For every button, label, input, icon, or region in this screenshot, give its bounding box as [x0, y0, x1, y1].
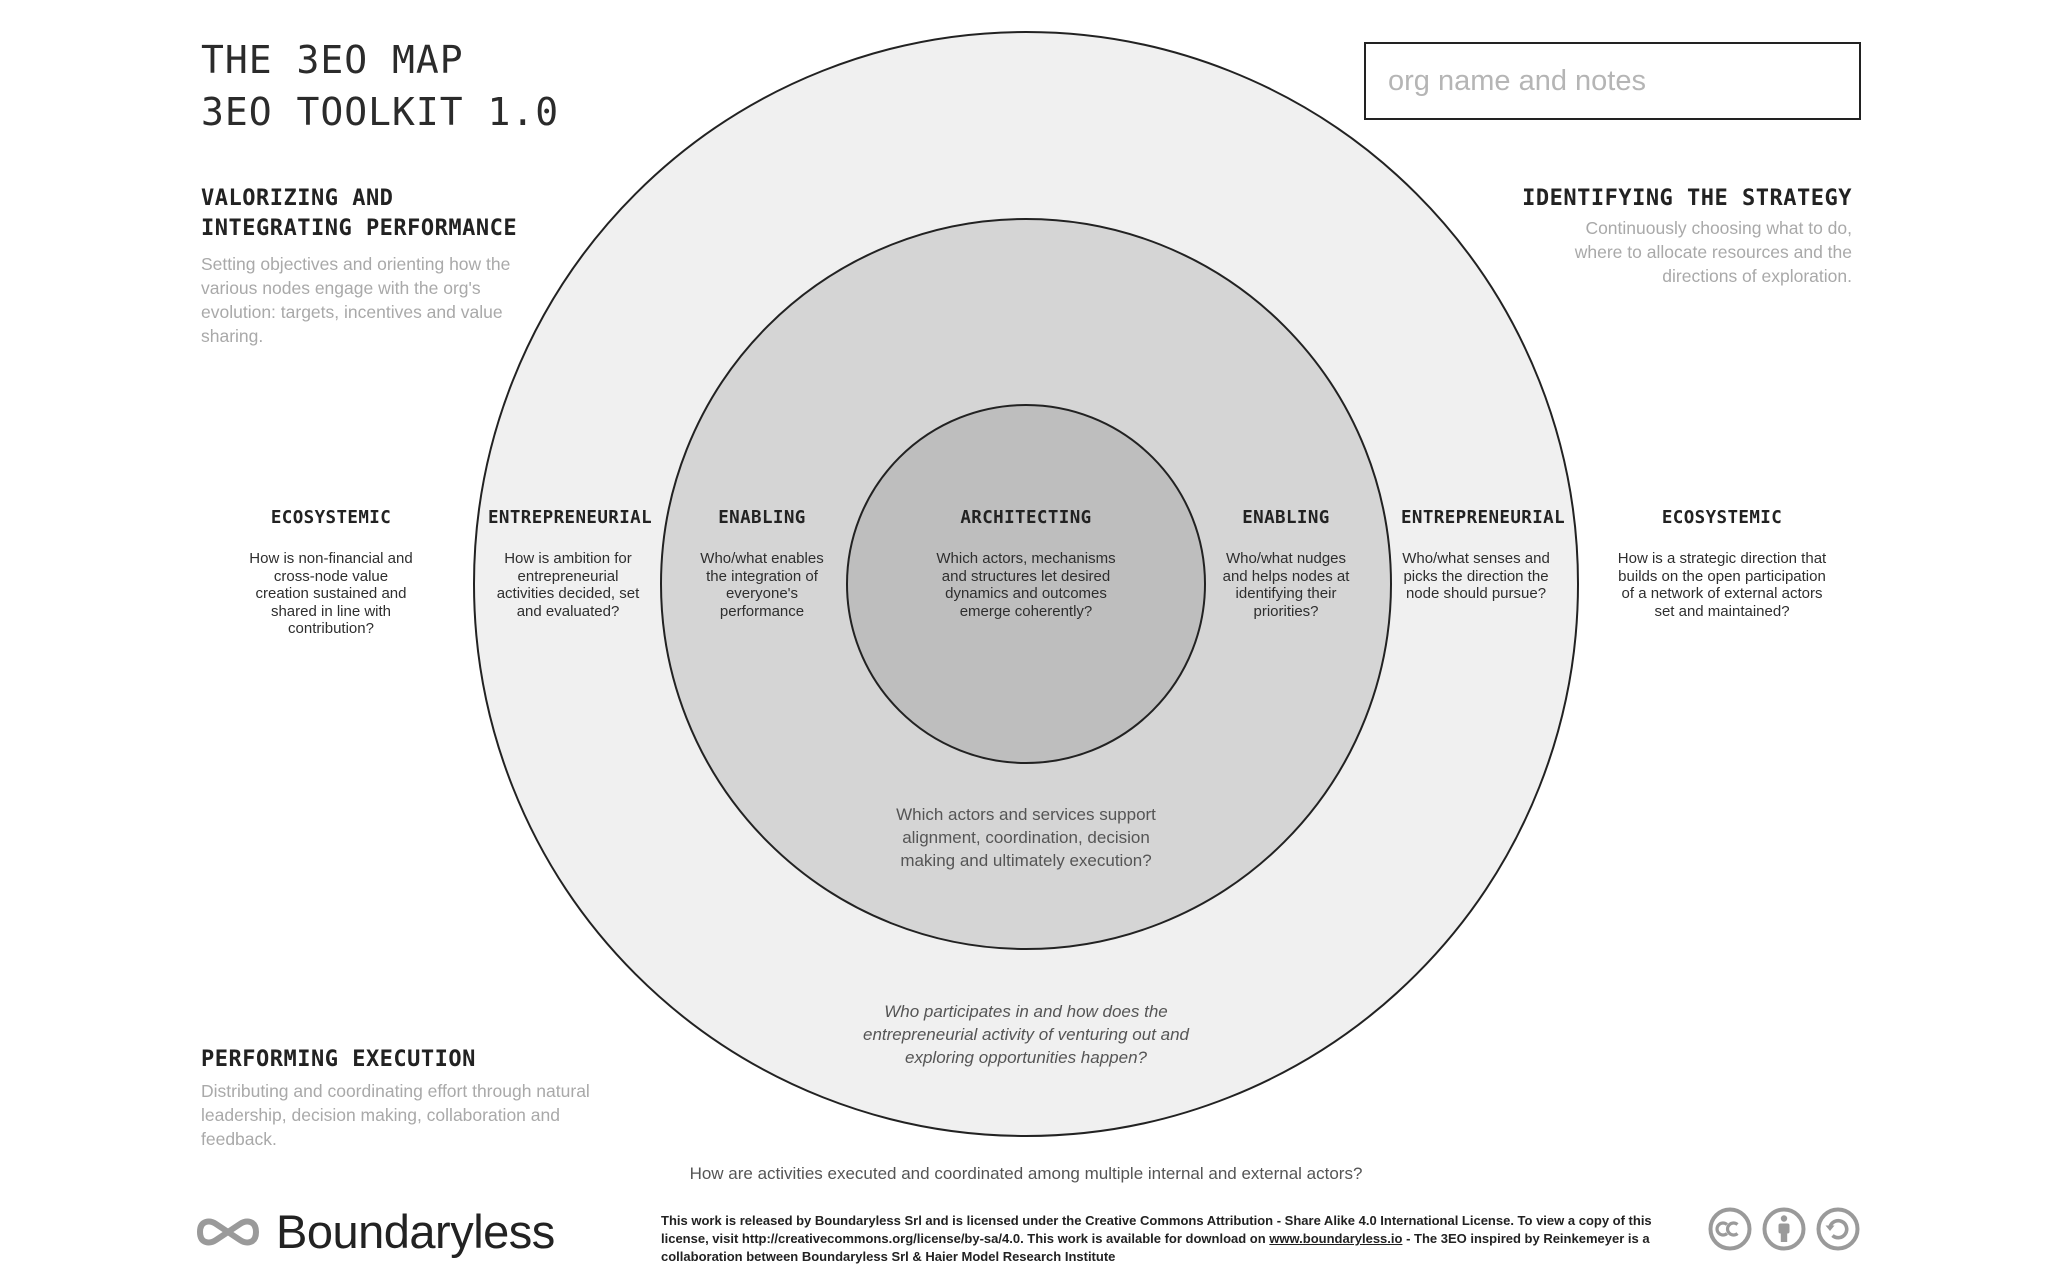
- performing-heading: PERFORMING EXECUTION: [201, 1047, 476, 1072]
- title-line-1: THE 3EO MAP: [201, 38, 464, 82]
- node-right-enabling: ENABLING Who/what nudges and helps nodes…: [1222, 508, 1350, 620]
- by-attribution-icon: [1762, 1207, 1806, 1251]
- section-performing: PERFORMING EXECUTION Distributing and co…: [201, 1045, 621, 1151]
- section-identifying: IDENTIFYING THE STRATEGY Continuously ch…: [1440, 184, 1852, 288]
- boundaryless-link[interactable]: www.boundaryless.io: [1269, 1231, 1403, 1246]
- node-right-entrepreneurial: ENTREPRENEURIAL Who/what senses and pick…: [1401, 508, 1566, 602]
- infinity-logo-icon: [197, 1218, 259, 1245]
- node-left-enabling: ENABLING Who/what enables the integratio…: [700, 508, 824, 620]
- share-alike-icon: [1816, 1207, 1860, 1251]
- valorizing-heading: VALORIZING AND INTEGRATING PERFORMANCE: [201, 186, 518, 241]
- brand-name: Boundaryless: [276, 1205, 555, 1258]
- valorizing-description: Setting objectives and orienting how the…: [201, 254, 511, 346]
- identifying-description: Continuously choosing what to do, where …: [1574, 218, 1852, 286]
- node-left-entrepreneurial: ENTREPRENEURIAL How is ambition for entr…: [488, 508, 653, 620]
- cc-icon: [1708, 1207, 1752, 1251]
- inner-circle: [846, 404, 1206, 764]
- enabling-ring-question: Which actors and services support alignm…: [896, 805, 1156, 870]
- license-text: This work is released by Boundaryless Sr…: [661, 1213, 1652, 1264]
- node-right-ecosystemic: ECOSYSTEMIC How is a strategic direction…: [1617, 508, 1827, 620]
- page-title: THE 3EO MAP 3EO TOOLKIT 1.0: [201, 34, 559, 138]
- section-valorizing: VALORIZING AND INTEGRATING PERFORMANCE S…: [201, 184, 531, 348]
- org-notes-input[interactable]: [1364, 42, 1861, 120]
- entrepreneurial-ring-question: Who participates in and how does the ent…: [862, 1002, 1190, 1067]
- title-line-2: 3EO TOOLKIT 1.0: [201, 90, 560, 134]
- performing-description: Distributing and coordinating effort thr…: [201, 1081, 590, 1149]
- boundaryless-logo: Boundaryless: [196, 1204, 555, 1259]
- node-architecting: ARCHITECTING Which actors, mechanisms an…: [936, 508, 1116, 620]
- node-left-ecosystemic: ECOSYSTEMIC How is non-financial and cro…: [249, 508, 413, 637]
- identifying-heading: IDENTIFYING THE STRATEGY: [1522, 186, 1852, 211]
- creative-commons-icons: [1708, 1207, 1860, 1251]
- ecosystemic-question: How are activities executed and coordina…: [689, 1164, 1363, 1183]
